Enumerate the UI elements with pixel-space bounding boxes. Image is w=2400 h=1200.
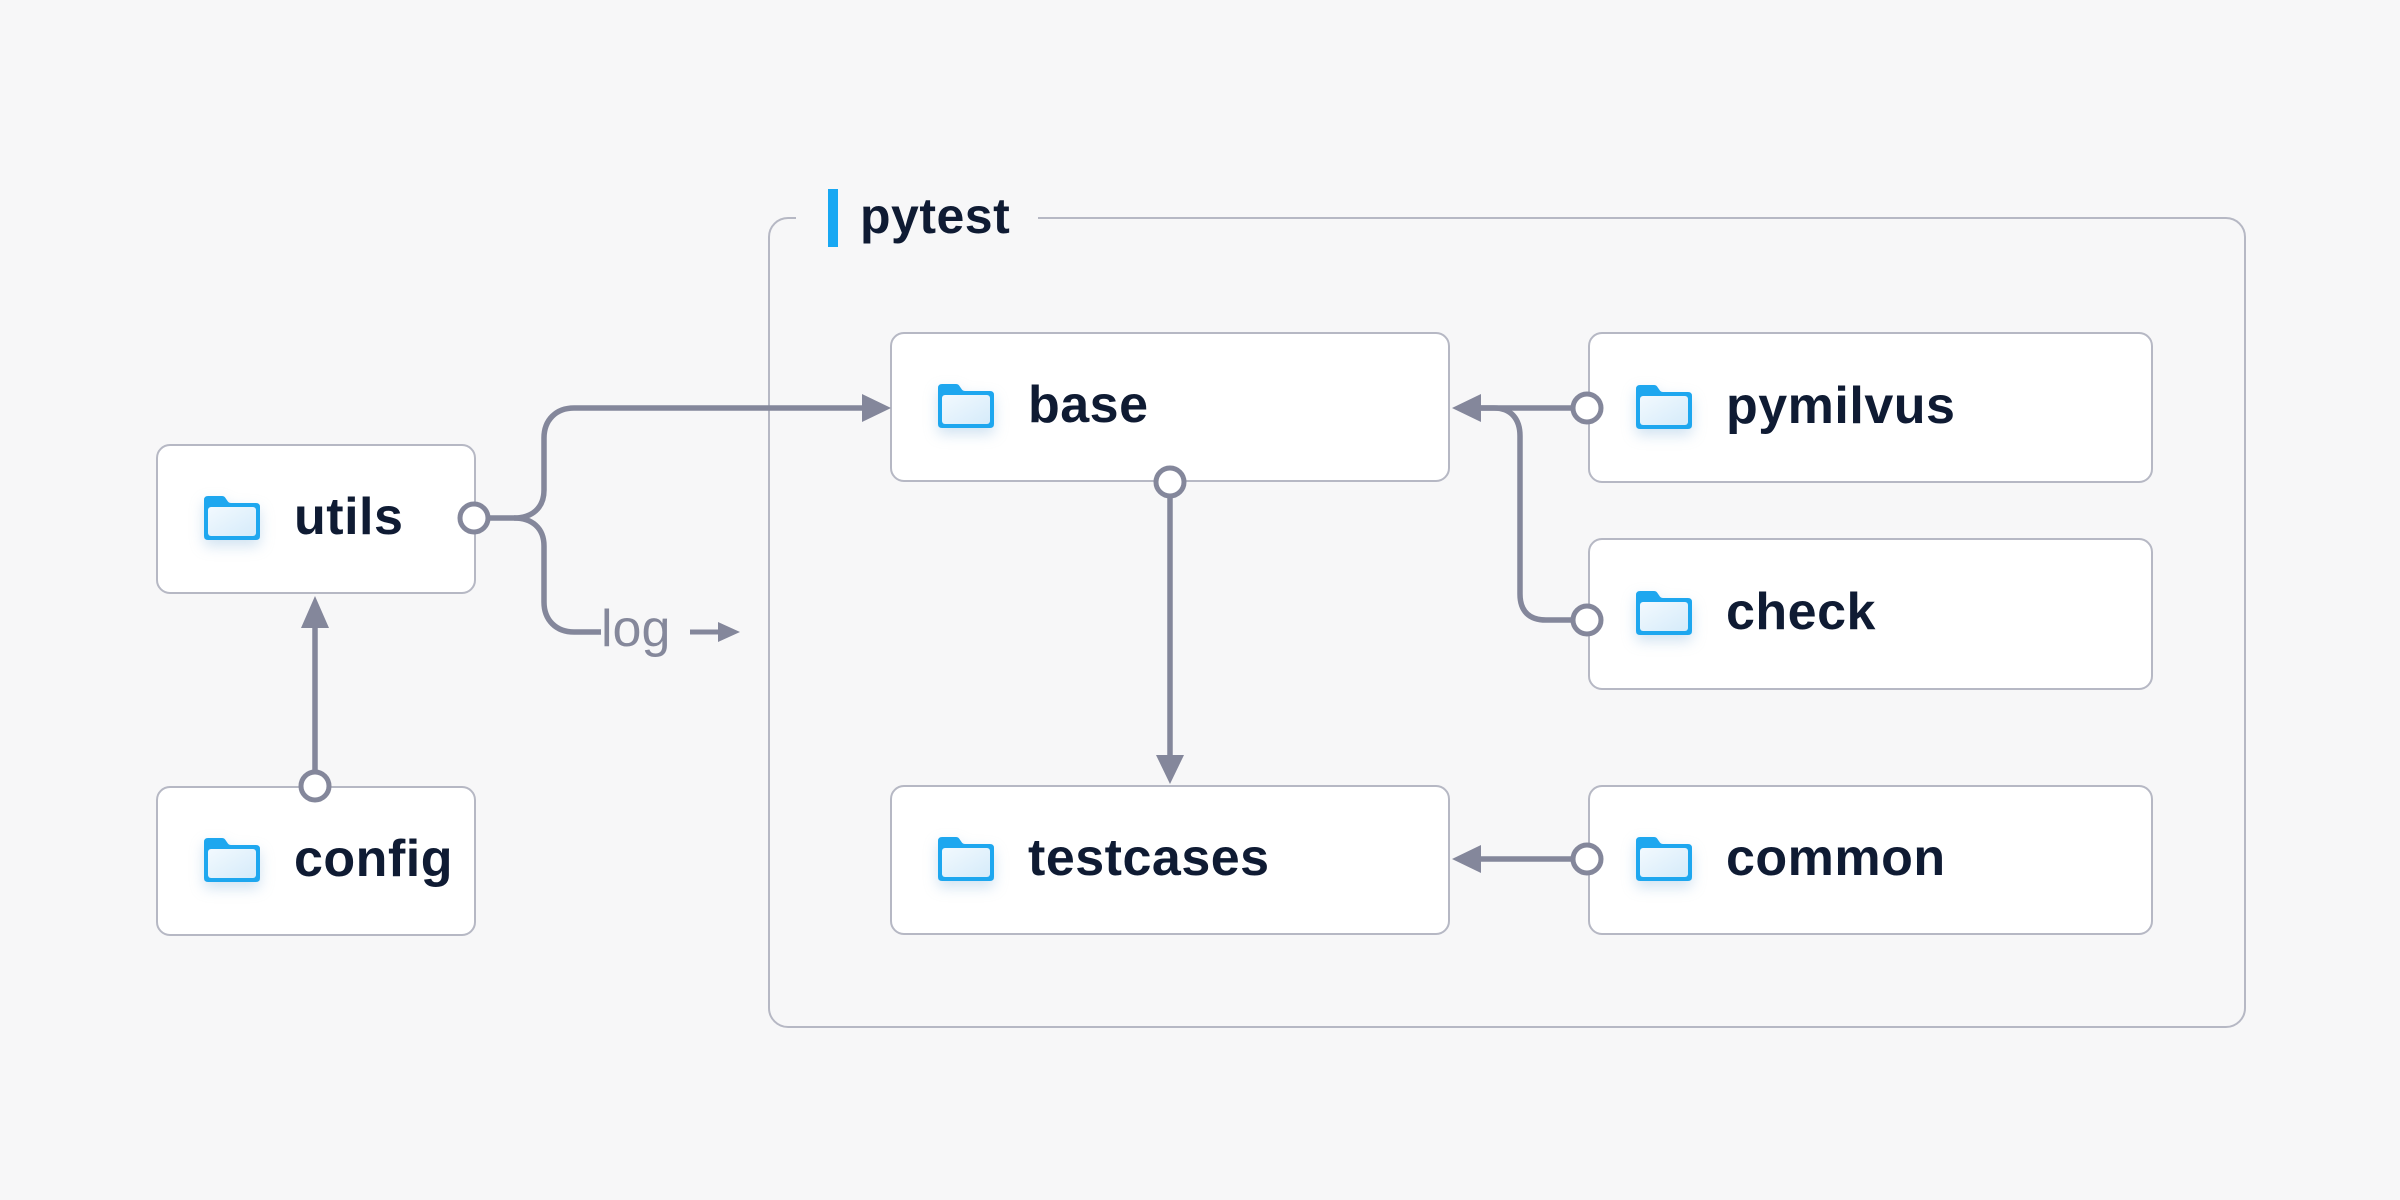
node-testcases: testcases <box>890 785 1450 935</box>
folder-icon <box>938 837 994 881</box>
pytest-container: pytest <box>768 186 2246 1028</box>
folder-icon <box>1636 591 1692 635</box>
node-label: testcases <box>1028 829 1270 887</box>
folder-icon <box>1636 837 1692 881</box>
node-base: base <box>890 332 1450 482</box>
edge-label-log: log <box>601 601 744 663</box>
folder-icon <box>1636 384 1692 429</box>
accent-bar-icon <box>828 189 838 247</box>
folder-icon <box>204 838 260 882</box>
node-common: common <box>1588 785 2153 935</box>
node-label: config <box>294 830 453 888</box>
node-label: utils <box>294 488 404 546</box>
folder-icon <box>204 496 260 540</box>
container-title: pytest <box>860 188 1011 244</box>
node-utils: utils <box>156 444 476 594</box>
pytest-label: pytest <box>796 186 1039 250</box>
node-label: check <box>1726 583 1876 641</box>
folder-icon <box>938 384 994 428</box>
node-config: config <box>156 786 476 936</box>
edge-utils-log <box>513 515 601 635</box>
node-label: base <box>1028 376 1149 434</box>
node-label: pymilvus <box>1726 376 1956 435</box>
arrow-up-icon <box>301 596 329 628</box>
node-pymilvus: pymilvus <box>1588 332 2153 483</box>
arrow-right-icon <box>690 622 741 642</box>
node-label: common <box>1726 829 1946 887</box>
log-edge-text: log <box>601 600 671 658</box>
node-check: check <box>1588 538 2153 690</box>
